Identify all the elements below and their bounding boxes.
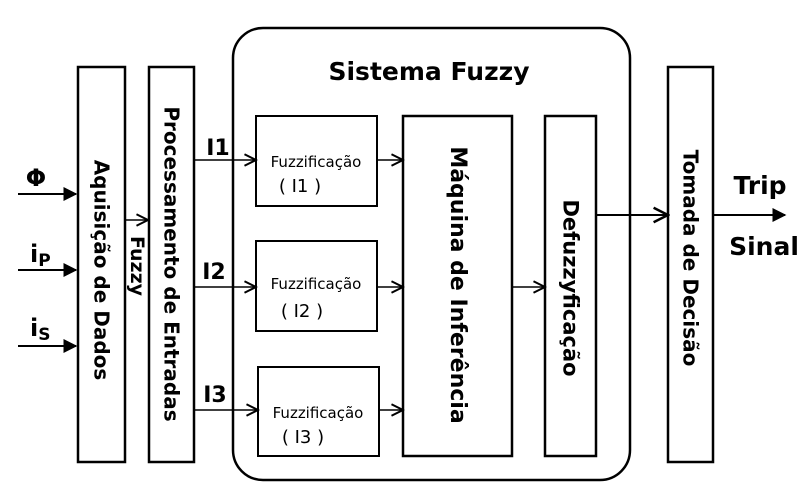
is-subscript: S (38, 325, 50, 345)
is-main: i (30, 314, 38, 342)
fuzzification-1-label: Fuzzificação (271, 153, 362, 171)
fuzzification-2-sub: ( I2 ) (281, 301, 323, 322)
fuzzy-system-container (231, 26, 632, 482)
phi-input-label: Φ (26, 164, 46, 192)
inference-label: Máquina de Inferência (445, 146, 470, 423)
fuzzy-connector-label: Fuzzy (126, 236, 148, 297)
defuzzification-block (543, 114, 598, 458)
fuzzification-2-label: Fuzzificação (271, 275, 362, 293)
ip-main: i (30, 240, 38, 268)
fuzzification-1-sub: ( I1 ) (279, 176, 321, 197)
i2-label: I2 (202, 260, 226, 285)
processing-label: Processamento de Entradas (160, 106, 184, 421)
fuzzification-box-3 (257, 366, 380, 457)
acquisition-block (76, 65, 127, 464)
fuzzification-box-1 (255, 115, 378, 207)
is-input-label: iS (30, 314, 50, 345)
trip-label: Trip (733, 171, 786, 200)
acquisition-label: Aquisição de Dados (90, 160, 114, 381)
processing-block (147, 65, 196, 464)
fuzzification-box-2 (255, 240, 378, 332)
fuzzification-3-label: Fuzzificação (273, 404, 364, 422)
system-title: Sistema Fuzzy (328, 57, 529, 86)
decision-label: Tomada de Decisão (679, 150, 703, 367)
signal-label: Sinal (729, 232, 799, 261)
ip-subscript: P (38, 251, 50, 271)
defuzzification-label: Defuzzyficação (559, 199, 583, 376)
i1-label: I1 (206, 136, 230, 161)
inference-block (401, 114, 514, 458)
decision-block (666, 65, 715, 464)
ip-input-label: iP (30, 240, 51, 271)
i3-label: I3 (203, 383, 227, 408)
fuzzification-3-sub: ( I3 ) (282, 427, 324, 448)
